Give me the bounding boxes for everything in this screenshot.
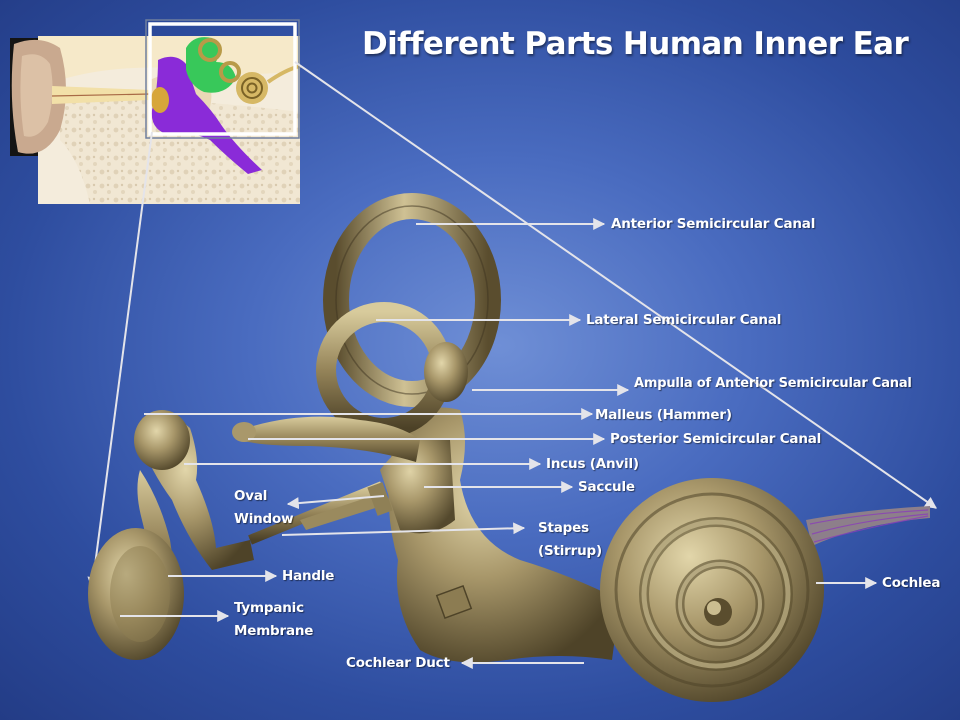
arrow-oval-window [286, 495, 385, 510]
label-posterior-canal: Posterior Semicircular Canal [610, 431, 822, 447]
zoom-line-right [294, 61, 937, 509]
inner-ear-model [88, 193, 930, 702]
slide-title: Different Parts Human Inner Ear [362, 26, 909, 62]
label-stapes-line1: Stapes [538, 520, 589, 536]
label-stapes-line2: (Stirrup) [538, 543, 602, 559]
inset-ear-illustration [10, 19, 301, 204]
label-anterior-canal: Anterior Semicircular Canal [611, 216, 816, 232]
label-lateral-canal: Lateral Semicircular Canal [586, 312, 782, 328]
label-oval-window-line1: Oval [234, 488, 268, 504]
zoom-line-left [87, 131, 153, 590]
label-malleus: Malleus (Hammer) [595, 407, 732, 423]
label-tympanic-line2: Membrane [234, 623, 314, 639]
label-cochlea: Cochlea [882, 575, 941, 591]
label-handle: Handle [282, 568, 335, 584]
label-oval-window-line2: Window [234, 511, 294, 527]
label-ampulla: Ampulla of Anterior Semicircular Canal [634, 376, 912, 391]
arrow-stapes [281, 522, 526, 536]
label-cochlear-duct: Cochlear Duct [346, 655, 450, 671]
pointer-arrows [120, 218, 878, 669]
label-saccule: Saccule [578, 479, 635, 495]
label-tympanic-line1: Tympanic [234, 600, 304, 616]
label-incus: Incus (Anvil) [546, 456, 639, 472]
